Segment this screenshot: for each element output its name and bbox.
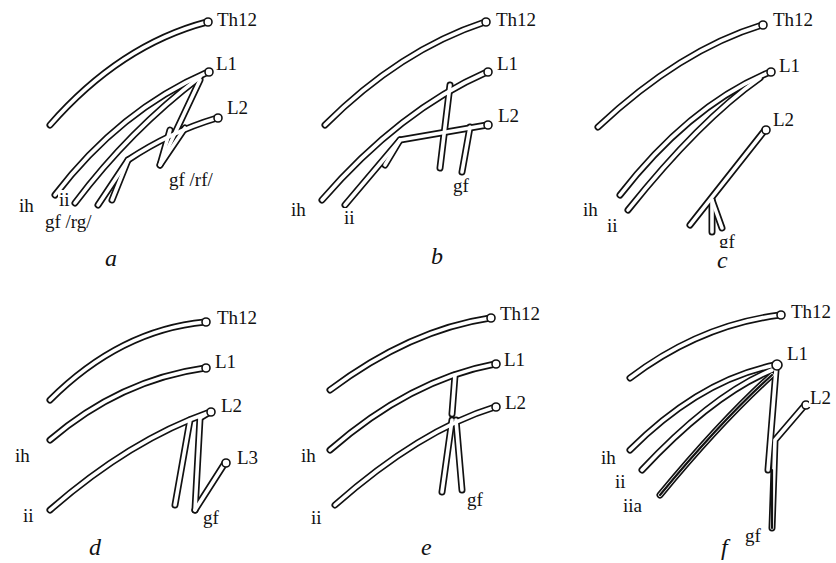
nerve-label: L1	[778, 56, 801, 75]
nerve-label: gf	[466, 490, 484, 509]
nerve-label: L3	[236, 448, 259, 467]
nerve-label: L2	[497, 106, 520, 125]
panel-letter: e	[420, 535, 433, 559]
panel-letter: b	[430, 244, 444, 268]
nerve-label: Th12	[790, 302, 832, 321]
nerve-label: ii	[58, 190, 71, 209]
nerve-label: Th12	[499, 304, 541, 323]
nerve-label: gf /rf/	[168, 170, 214, 189]
nerve-label: ih	[14, 446, 31, 465]
nerve-label: ii	[343, 208, 356, 227]
nerve-label: L1	[496, 54, 519, 73]
panel-letter: d	[88, 535, 102, 559]
nerve-label: Th12	[216, 308, 258, 327]
nerve-label: ih	[300, 446, 317, 465]
nerve-label: ii	[310, 508, 323, 527]
nerve-label: Th12	[216, 10, 258, 29]
panel-letter: f	[720, 535, 729, 559]
nerve-label: ih	[290, 200, 307, 219]
nerve-label: L1	[214, 352, 237, 371]
nerve-label: gf	[452, 176, 470, 195]
nerve-label: ih	[18, 196, 35, 215]
nerve-label: Th12	[495, 10, 537, 29]
nerve-label: gf /rg/	[44, 212, 93, 231]
nerve-label: Th12	[772, 10, 814, 29]
nerve-label: L2	[504, 393, 527, 412]
nerve-label: L2	[220, 396, 243, 415]
nerve-label: ih	[582, 200, 599, 219]
nerve-label: L1	[786, 344, 809, 363]
panel-letter: a	[104, 246, 118, 270]
nerve-label: ih	[600, 448, 617, 467]
nerve-label: ii	[22, 506, 35, 525]
nerve-label: L1	[215, 54, 238, 73]
nerve-label: L2	[772, 110, 795, 129]
panel-letter: c	[716, 248, 729, 272]
nerve-label: gf	[744, 526, 762, 545]
nerve-label: iia	[622, 496, 643, 515]
nerve-label: ii	[606, 216, 619, 235]
nerve-label: L2	[226, 98, 249, 117]
nerve-label: L2	[809, 388, 832, 407]
nerve-label: gf	[202, 508, 220, 527]
nerve-label: L1	[503, 350, 526, 369]
nerve-label: ii	[614, 472, 627, 491]
